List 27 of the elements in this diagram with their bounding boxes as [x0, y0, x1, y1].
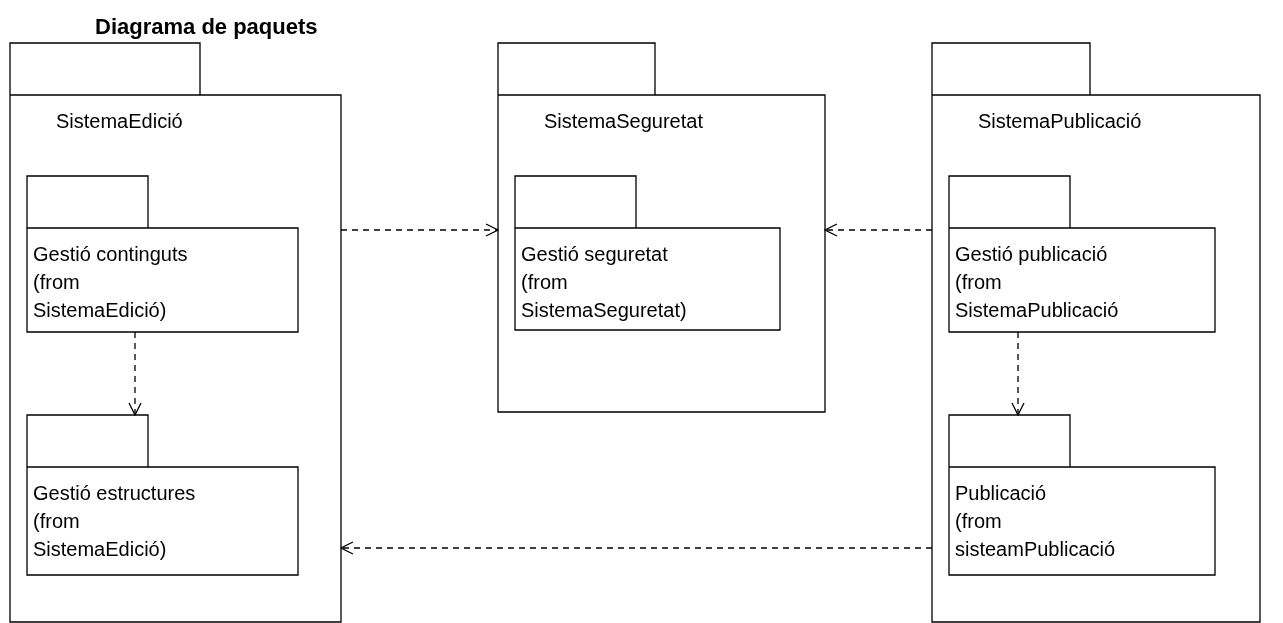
package-origin: (from SistemaEdició) [33, 270, 168, 323]
package-name: Gestió estructures [33, 481, 197, 506]
package [949, 176, 1215, 332]
dependency-arrow [1011, 331, 1025, 416]
dependency-arrow [824, 223, 933, 237]
package-name: SistemaSeguretat [544, 109, 704, 133]
dependency-arrow [340, 223, 499, 237]
package [27, 176, 298, 332]
package [515, 176, 780, 330]
package-name: SistemaEdició [56, 109, 184, 133]
package-name: SistemaPublicació [978, 109, 1143, 133]
package [932, 43, 1260, 622]
package [10, 43, 341, 622]
package-origin: (from SistemaPublicació [955, 270, 1120, 323]
package [498, 43, 825, 412]
package-origin: (from SistemaEdició) [33, 509, 168, 562]
package [27, 415, 298, 575]
package-name: Gestió seguretat [521, 242, 669, 267]
package [949, 415, 1215, 575]
package-origin: (from SistemaSeguretat) [521, 270, 688, 323]
package-name: Publicació [955, 481, 1048, 506]
diagram-title: Diagrama de paquets [95, 14, 318, 40]
package-name: Gestió publicació [955, 242, 1109, 267]
package-name: Gestió continguts [33, 242, 189, 267]
dependency-arrow [340, 541, 933, 555]
package-origin: (from sisteamPublicació [955, 509, 1117, 562]
dependency-arrow [128, 331, 142, 416]
